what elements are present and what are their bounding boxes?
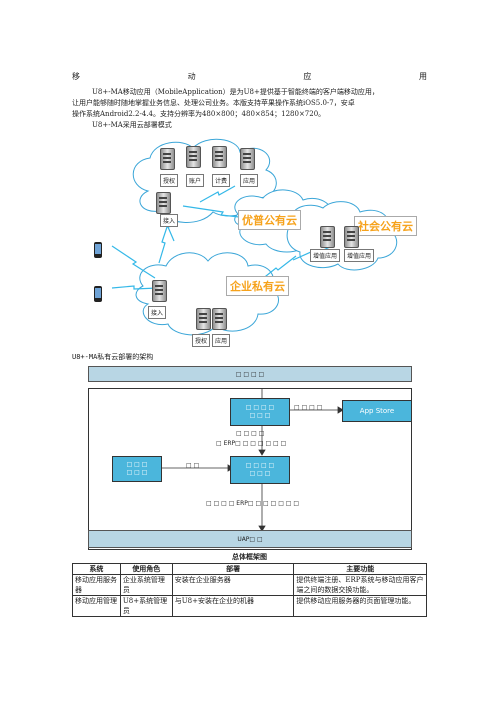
table-cell: U8+系统管理员 — [119, 595, 173, 617]
mobile-app-server-box: □ □ □ □ □ □ □ — [230, 398, 290, 426]
table-cell: 安装在企业服务器 — [171, 574, 295, 596]
lightning-link — [158, 223, 169, 264]
public-cloud-label: 优普公有云 — [238, 210, 301, 230]
server-icon — [156, 192, 171, 214]
cloud-deployment-diagram: 授权 账户 计费 应用 接入 优普公有云 社会公有云 增值应用 增值应用 企业私… — [88, 136, 428, 356]
intro-line: U8+-MA采用云部署模式 — [92, 121, 172, 129]
left-link-label: □ □ — [186, 462, 200, 469]
phone-icon — [94, 286, 102, 302]
auth-label: 授权 — [160, 174, 179, 187]
enterprise-cloud — [135, 252, 279, 336]
server-icon — [152, 280, 167, 302]
left-box: □ □ □ □ □ □ — [112, 456, 162, 482]
table-header-row: 系统 使用角色 部署 主要功能 — [72, 563, 427, 575]
header-cell: 主要功能 — [293, 563, 427, 575]
table-row: 移动应用服务器 企业系统管理员 安装在企业服务器 提供终端注册、ERP系统与移动… — [72, 574, 427, 596]
server-icon — [212, 146, 227, 168]
customer-label: 账户 — [186, 174, 205, 187]
server-icon — [212, 308, 227, 330]
framework-table: 系统 使用角色 部署 主要功能 移动应用服务器 企业系统管理员 安装在企业服务器… — [72, 563, 427, 617]
header-cell: 使用角色 — [119, 563, 173, 575]
architecture-diagram: □ □ □ □ □ □ □ □ □ □ □ □ □ □ □ App Store … — [88, 366, 412, 550]
middle-box: □ □ □ □ □ □ □ — [230, 456, 290, 484]
billing-label: 计费 — [212, 174, 231, 187]
server-icon — [344, 226, 359, 248]
server-icon — [196, 308, 211, 330]
heading-char: 动 — [187, 72, 196, 81]
page-heading: 移 动 应 用 — [72, 71, 427, 82]
intro-line: 让用户能够随时随地掌握业务信息、处理公司业务。本版支持苹果操作系统iOS5.0-… — [72, 99, 355, 107]
table-cell: 移动应用服务器 — [72, 574, 121, 596]
mid-text-1: □ □ □ □ — [236, 430, 265, 437]
intro-line: 操作系统Android2.2-4.4。支持分辨率为480×800；480×854… — [72, 110, 326, 118]
lightning-link — [111, 285, 159, 290]
ent-auth-label: 授权 — [192, 334, 211, 347]
social-cloud-label: 社会公有云 — [354, 216, 417, 236]
table-caption: 总体框架图 — [232, 552, 267, 561]
heading-char: 用 — [418, 72, 427, 81]
cloud-shapes — [111, 138, 398, 336]
table-cell: 企业系统管理员 — [119, 574, 173, 596]
table-cell: 提供终端注册、ERP系统与移动应用客户端之间的数据交换功能。 — [293, 574, 427, 596]
section2-title: U8+-MA私有云部署的架构 — [72, 353, 154, 361]
value-add-label: 增值应用 — [344, 249, 375, 262]
server-icon — [320, 226, 335, 248]
arch-connectors — [160, 388, 344, 532]
server-icon — [186, 146, 201, 168]
lightning-link — [199, 185, 236, 203]
architecture-frame — [88, 388, 412, 550]
phone-icon — [94, 242, 102, 258]
ent-app-label: 应用 — [212, 334, 231, 347]
intro-line: U8+-MA移动应用（MobileApplication）是为U8+提供基于智能… — [92, 88, 379, 96]
mid-text-2: □ ERP□ □ □ □ □ □ □ — [216, 440, 287, 447]
table-cell: 移动应用管理 — [72, 595, 121, 617]
ent-access-label: 接入 — [148, 306, 167, 319]
heading-char: 移 — [72, 72, 80, 81]
bottom-text: □ □ □ □ ERP□ □ □ □ □ □ □ — [206, 500, 300, 507]
table-cell: 与U8+安装在企业的机器 — [171, 595, 295, 617]
top-layer-bar: □ □ □ □ — [88, 366, 412, 382]
value-add-label: 增值应用 — [310, 249, 341, 262]
table-cell: 提供移动应用服务器的页面管理功能。 — [293, 595, 427, 617]
enterprise-cloud-label: 企业私有云 — [226, 276, 289, 296]
intro-paragraph: U8+-MA移动应用（MobileApplication）是为U8+提供基于智能… — [72, 87, 432, 131]
heading-char: 应 — [303, 72, 312, 81]
table-row: 移动应用管理 U8+系统管理员 与U8+安装在企业的机器 提供移动应用服务器的页… — [72, 595, 427, 617]
app-label: 应用 — [240, 174, 259, 187]
lightning-link — [111, 245, 156, 279]
uap-bar: UAP□ □ — [88, 530, 412, 548]
app-store-link-label: □ □ □ □ — [294, 404, 323, 411]
header-cell: 系统 — [72, 563, 121, 575]
server-icon — [240, 148, 255, 170]
access-label: 接入 — [160, 214, 179, 227]
header-cell: 部署 — [171, 563, 295, 575]
app-store-box: App Store — [342, 400, 412, 422]
server-icon — [160, 148, 175, 170]
